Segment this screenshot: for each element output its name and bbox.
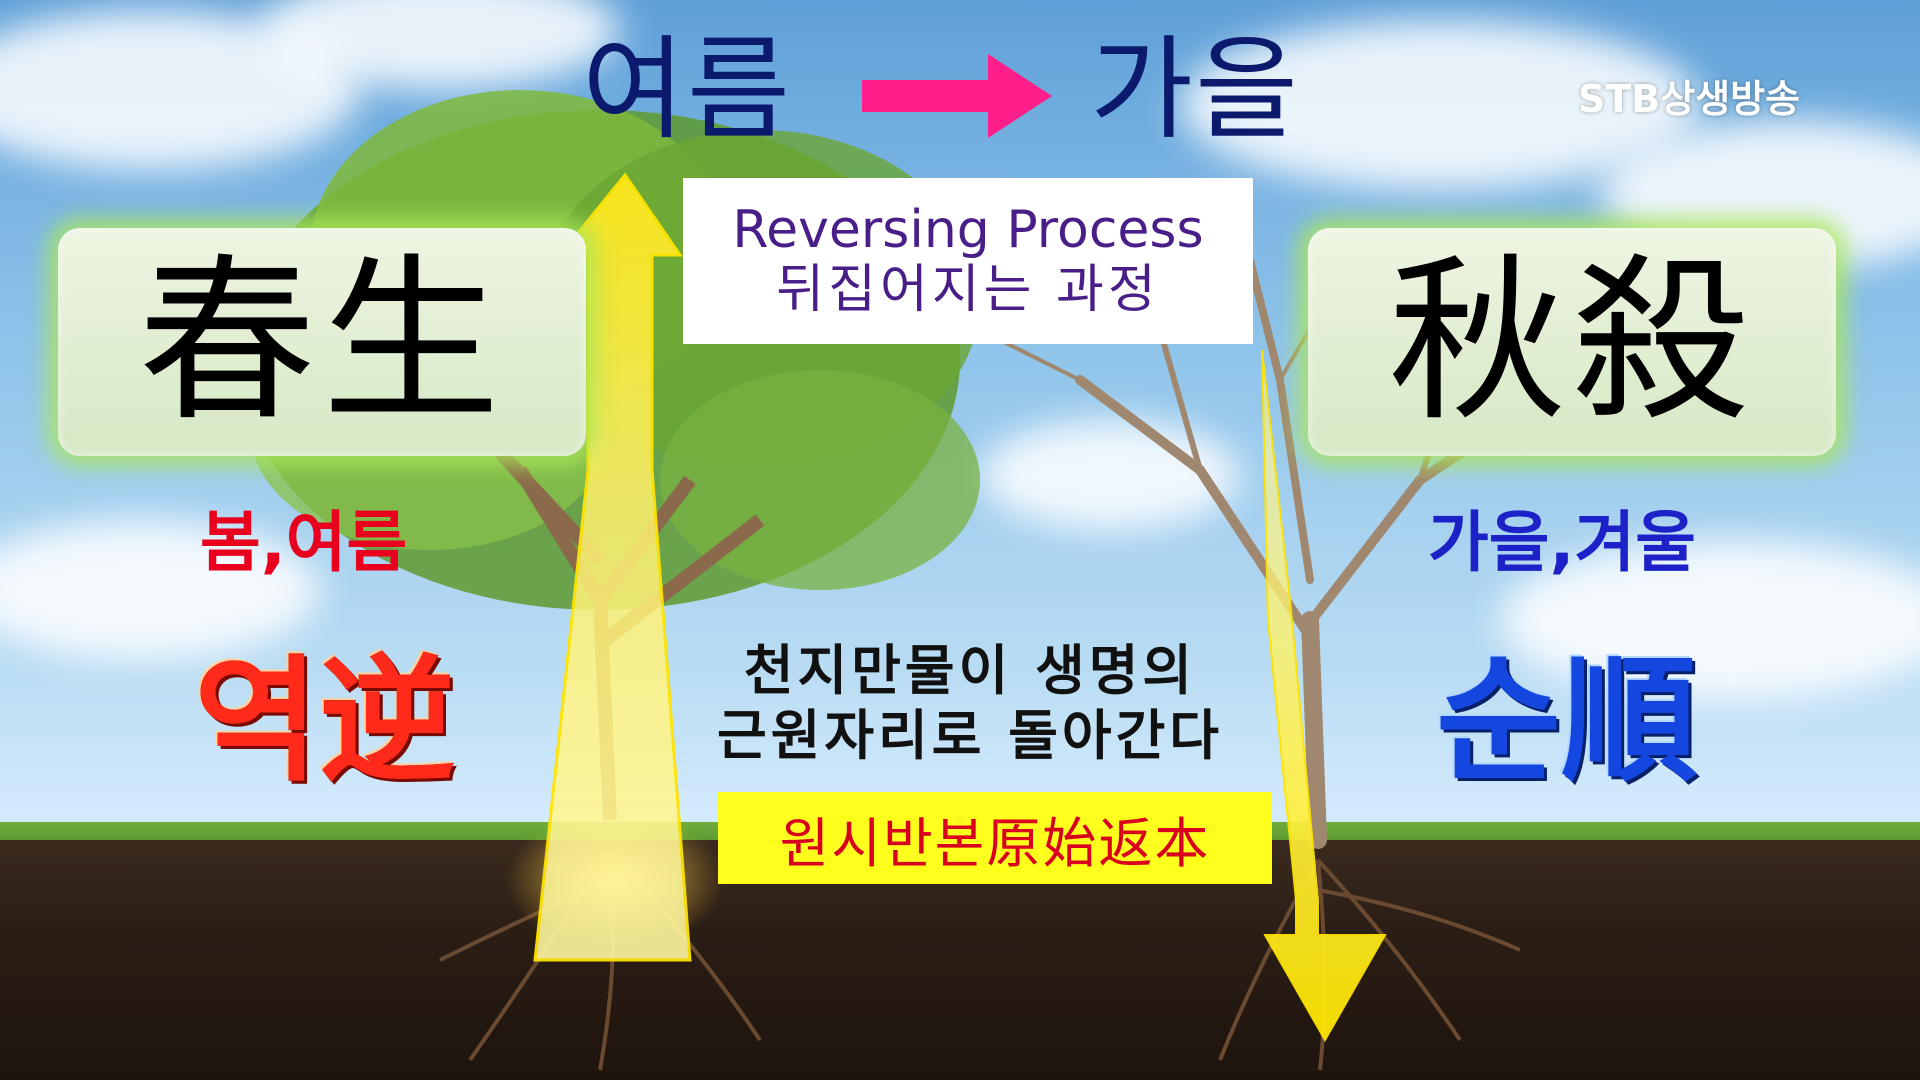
caption-line-2: 근원자리로 돌아간다 — [717, 702, 1223, 767]
reversing-process-box: Reversing Process 뒤집어지는 과정 — [683, 178, 1253, 344]
hanja-spring-birth: 春生 — [138, 238, 506, 445]
cloud — [1180, 20, 1700, 190]
big-label-reverse: 역逆 — [194, 643, 456, 801]
cloud — [980, 420, 1240, 530]
right-hanja-panel: 秋殺 — [1308, 228, 1836, 456]
cloud — [1500, 540, 1920, 700]
title-summer: 여름 — [582, 25, 793, 155]
highlight-box: 원시반본原始返本 — [718, 792, 1272, 884]
hanja-autumn-kill: 秋殺 — [1388, 238, 1756, 445]
stb-logo: STB상생방송 — [1578, 77, 1801, 121]
left-hanja-panel: 春生 — [58, 228, 586, 456]
season-label-right: 가을,겨울 — [1428, 504, 1696, 581]
season-label-left: 봄,여름 — [200, 504, 408, 581]
arrow-right-icon — [862, 54, 1052, 138]
reversing-process-ko: 뒤집어지는 과정 — [776, 260, 1160, 320]
caption-line-1: 천지만물이 생명의 — [743, 638, 1197, 702]
title-autumn: 가을 — [1090, 25, 1301, 155]
highlight-text: 원시반본原始返本 — [779, 811, 1211, 875]
reversing-process-en: Reversing Process — [732, 200, 1204, 261]
big-label-forward: 순順 — [1436, 643, 1698, 801]
cloud — [0, 520, 320, 660]
caption: 천지만물이 생명의 근원자리로 돌아간다 — [660, 638, 1280, 768]
down-arrow-icon — [1261, 349, 1387, 1043]
